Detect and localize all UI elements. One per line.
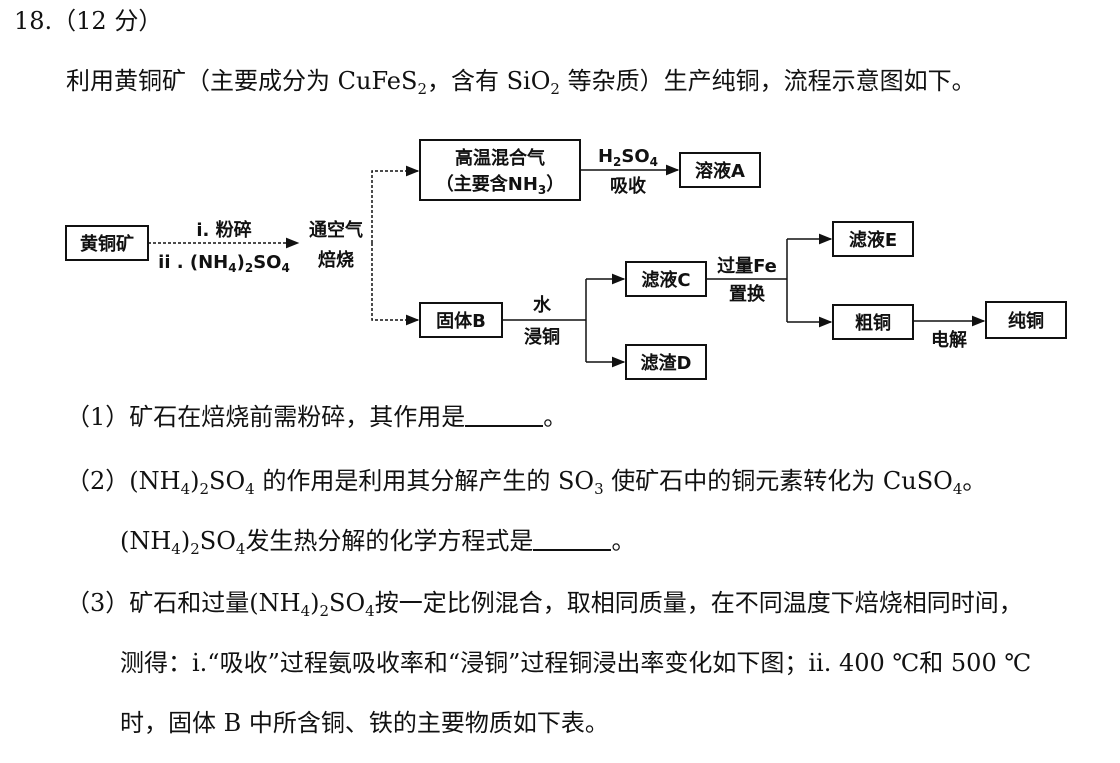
q1-end: 。: [543, 403, 568, 431]
subquestion-3-line-3: 时，固体 B 中所含铜、铁的主要物质如下表。: [120, 709, 609, 737]
box-crude-cu: [832, 304, 914, 340]
q2-text: SO: [199, 527, 236, 555]
q3-sub: 4: [300, 602, 311, 620]
box-filtrate-e: [832, 221, 914, 257]
subquestion-1: （1）矿石在焙烧前需粉碎，其作用是 。: [66, 402, 567, 432]
label-roast-bottom: 焙烧: [318, 249, 354, 271]
question-number: 18.（12 分）: [14, 7, 163, 35]
q3-text: SO: [329, 589, 366, 617]
box-pure-cu: [985, 301, 1067, 339]
q3-sub: 2: [319, 602, 330, 620]
label-replace-bottom: 置换: [729, 283, 766, 305]
q2-sub: 2: [199, 480, 210, 498]
subquestion-2-line-1: （2）(NH4)2SO4 的作用是利用其分解产生的 SO3 使矿石中的铜元素转化…: [66, 466, 987, 498]
q2-sub: 4: [180, 480, 191, 498]
q2-end: 。: [611, 527, 636, 555]
label-absorb-reagent: H2SO4: [598, 146, 658, 169]
q2-sub: 4: [171, 540, 181, 558]
q2-text: SO: [209, 467, 246, 495]
box-residue-d: [625, 344, 707, 380]
box-solution-a: [679, 152, 761, 188]
label-step-1: i. 粉碎: [196, 219, 251, 241]
q2-text: (NH: [120, 527, 172, 555]
q2-sub: 2: [190, 540, 200, 558]
q2-text: 使矿石中的铜元素转化为 CuSO: [603, 467, 953, 495]
q1-text: （1）矿石在焙烧前需粉碎，其作用是: [66, 403, 466, 431]
q3-text: （3）矿石和过量(NH: [66, 589, 301, 617]
q2-sub: 4: [245, 480, 255, 498]
label-filtrate-e: 滤液E: [849, 229, 897, 251]
label-residue-d: 滤渣D: [641, 352, 692, 374]
label-absorb: 吸收: [610, 175, 646, 197]
label-pure-cu: 纯铜: [1008, 310, 1044, 332]
box-ore: [65, 225, 149, 261]
label-ore: 黄铜矿: [80, 233, 134, 255]
q3-text: ): [310, 589, 320, 617]
question-intro: 利用黄铜矿（主要成分为 CuFeS2，含有 SiO2 等杂质）生产纯铜，流程示意…: [66, 66, 976, 98]
process-flowchart: 黄铜矿 i. 粉碎 ii . (NH4)2SO4 通空气 焙烧 高温混合气 （主…: [65, 139, 1067, 380]
label-leach-bottom: 浸铜: [524, 326, 560, 348]
subquestion-3-line-2: 测得：i.“吸收”过程氨吸收率和“浸铜”过程铜浸出率变化如下图；ii. 400 …: [120, 649, 1032, 677]
label-gas-line-2: （主要含NH3）: [436, 173, 565, 197]
label-filtrate-c: 滤液C: [641, 269, 690, 291]
label-solution-a: 溶液A: [695, 160, 745, 182]
arrow-to-gas: [371, 165, 420, 243]
intro-sub-2: 2: [550, 80, 560, 98]
label-step-2: ii . (NH4)2SO4: [158, 252, 290, 275]
q3-text: 按一定比例混合，取相同质量，在不同温度下焙烧相同时间，: [374, 589, 1023, 617]
label-crude-cu: 粗铜: [855, 312, 891, 334]
q2-sub: 3: [594, 480, 604, 498]
q2-text: 。: [962, 467, 987, 495]
q2-sub: 4: [952, 480, 963, 498]
box-solid-b: [419, 302, 503, 338]
label-gas-line-1: 高温混合气: [455, 147, 545, 169]
label-electrolysis: 电解: [931, 329, 967, 351]
label-replace-top: 过量Fe: [717, 255, 777, 277]
answer-blank-2[interactable]: [533, 527, 612, 551]
q2-text: ): [190, 467, 200, 495]
intro-text-b: ，含有 SiO: [426, 67, 551, 95]
box-gas: [419, 139, 581, 201]
q2-sub: 4: [235, 540, 246, 558]
q2-text: ): [180, 527, 191, 555]
label-solid-b: 固体B: [436, 310, 486, 332]
intro-text-a: 利用黄铜矿（主要成分为 CuFeS: [66, 67, 418, 95]
label-roast-top: 通空气: [309, 219, 363, 241]
answer-blank-1[interactable]: [465, 403, 544, 427]
q3-sub: 4: [365, 602, 375, 620]
q2-text: 的作用是利用其分解产生的 SO: [254, 467, 595, 495]
q2-text: 发生热分解的化学方程式是: [245, 527, 534, 555]
arrow-to-solid-b: [371, 243, 420, 326]
subquestion-2-line-2: (NH4)2SO4发生热分解的化学方程式是。: [120, 526, 636, 558]
label-leach-top: 水: [533, 294, 552, 316]
intro-text-c: 等杂质）生产纯铜，流程示意图如下。: [559, 67, 976, 95]
subquestion-3-line-1: （3）矿石和过量(NH4)2SO4按一定比例混合，取相同质量，在不同温度下焙烧相…: [66, 588, 1023, 620]
intro-sub-1: 2: [417, 80, 427, 98]
q2-text: （2）(NH: [66, 467, 181, 495]
